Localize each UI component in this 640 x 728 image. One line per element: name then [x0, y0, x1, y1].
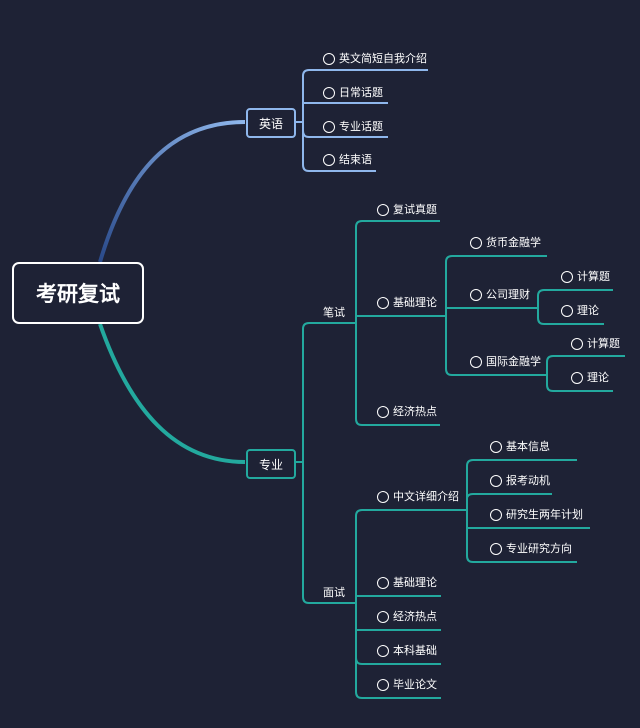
- english-node: 英语: [246, 108, 296, 138]
- english-item-closing: 结束语: [323, 153, 372, 167]
- intro-basic-info: 基本信息: [490, 440, 550, 454]
- english-connectors: [295, 69, 428, 172]
- circle-icon: [490, 475, 502, 487]
- written-exam-label: 笔试: [323, 306, 345, 319]
- written-hot-topics: 经济热点: [377, 405, 437, 419]
- interview-hot-topics: 经济热点: [377, 610, 437, 624]
- circle-icon: [323, 154, 335, 166]
- circle-icon: [377, 491, 389, 503]
- circle-icon: [377, 204, 389, 216]
- corporate-finance-calc: 计算题: [561, 270, 610, 284]
- corporate-finance-theory: 理论: [561, 304, 599, 318]
- circle-icon: [490, 441, 502, 453]
- interview-thesis: 毕业论文: [377, 678, 437, 692]
- circle-icon: [377, 297, 389, 309]
- intro-research-direction: 专业研究方向: [490, 542, 572, 556]
- monetary-finance: 货币金融学: [470, 236, 541, 250]
- english-item-daily-topics: 日常话题: [323, 86, 383, 100]
- circle-icon: [323, 53, 335, 65]
- circle-icon: [470, 237, 482, 249]
- branch-root-major: [98, 323, 246, 464]
- interview-basic-theory: 基础理论: [377, 576, 437, 590]
- circle-icon: [561, 271, 573, 283]
- circle-icon: [490, 509, 502, 521]
- circle-icon: [377, 406, 389, 418]
- circle-icon: [571, 338, 583, 350]
- circle-icon: [571, 372, 583, 384]
- circle-icon: [490, 543, 502, 555]
- major-connectors: [295, 220, 625, 699]
- intro-two-year-plan: 研究生两年计划: [490, 508, 583, 522]
- interview-undergrad-basics: 本科基础: [377, 644, 437, 658]
- written-basic-theory: 基础理论: [377, 296, 437, 310]
- circle-icon: [377, 679, 389, 691]
- interview-label: 面试: [323, 586, 345, 599]
- intl-finance-calc: 计算题: [571, 337, 620, 351]
- intl-finance-theory: 理论: [571, 371, 609, 385]
- circle-icon: [470, 289, 482, 301]
- branch-root-english: [98, 120, 246, 263]
- circle-icon: [470, 356, 482, 368]
- circle-icon: [377, 577, 389, 589]
- circle-icon: [323, 121, 335, 133]
- major-node: 专业: [246, 449, 296, 479]
- circle-icon: [377, 645, 389, 657]
- circle-icon: [561, 305, 573, 317]
- written-real-questions: 复试真题: [377, 203, 437, 217]
- english-item-major-topics: 专业话题: [323, 120, 383, 134]
- intro-motivation: 报考动机: [490, 474, 550, 488]
- english-item-self-intro: 英文简短自我介绍: [323, 52, 427, 66]
- circle-icon: [323, 87, 335, 99]
- root-node: 考研复试: [12, 262, 144, 324]
- circle-icon: [377, 611, 389, 623]
- international-finance: 国际金融学: [470, 355, 541, 369]
- corporate-finance: 公司理财: [470, 288, 530, 302]
- interview-chinese-intro: 中文详细介绍: [377, 490, 459, 504]
